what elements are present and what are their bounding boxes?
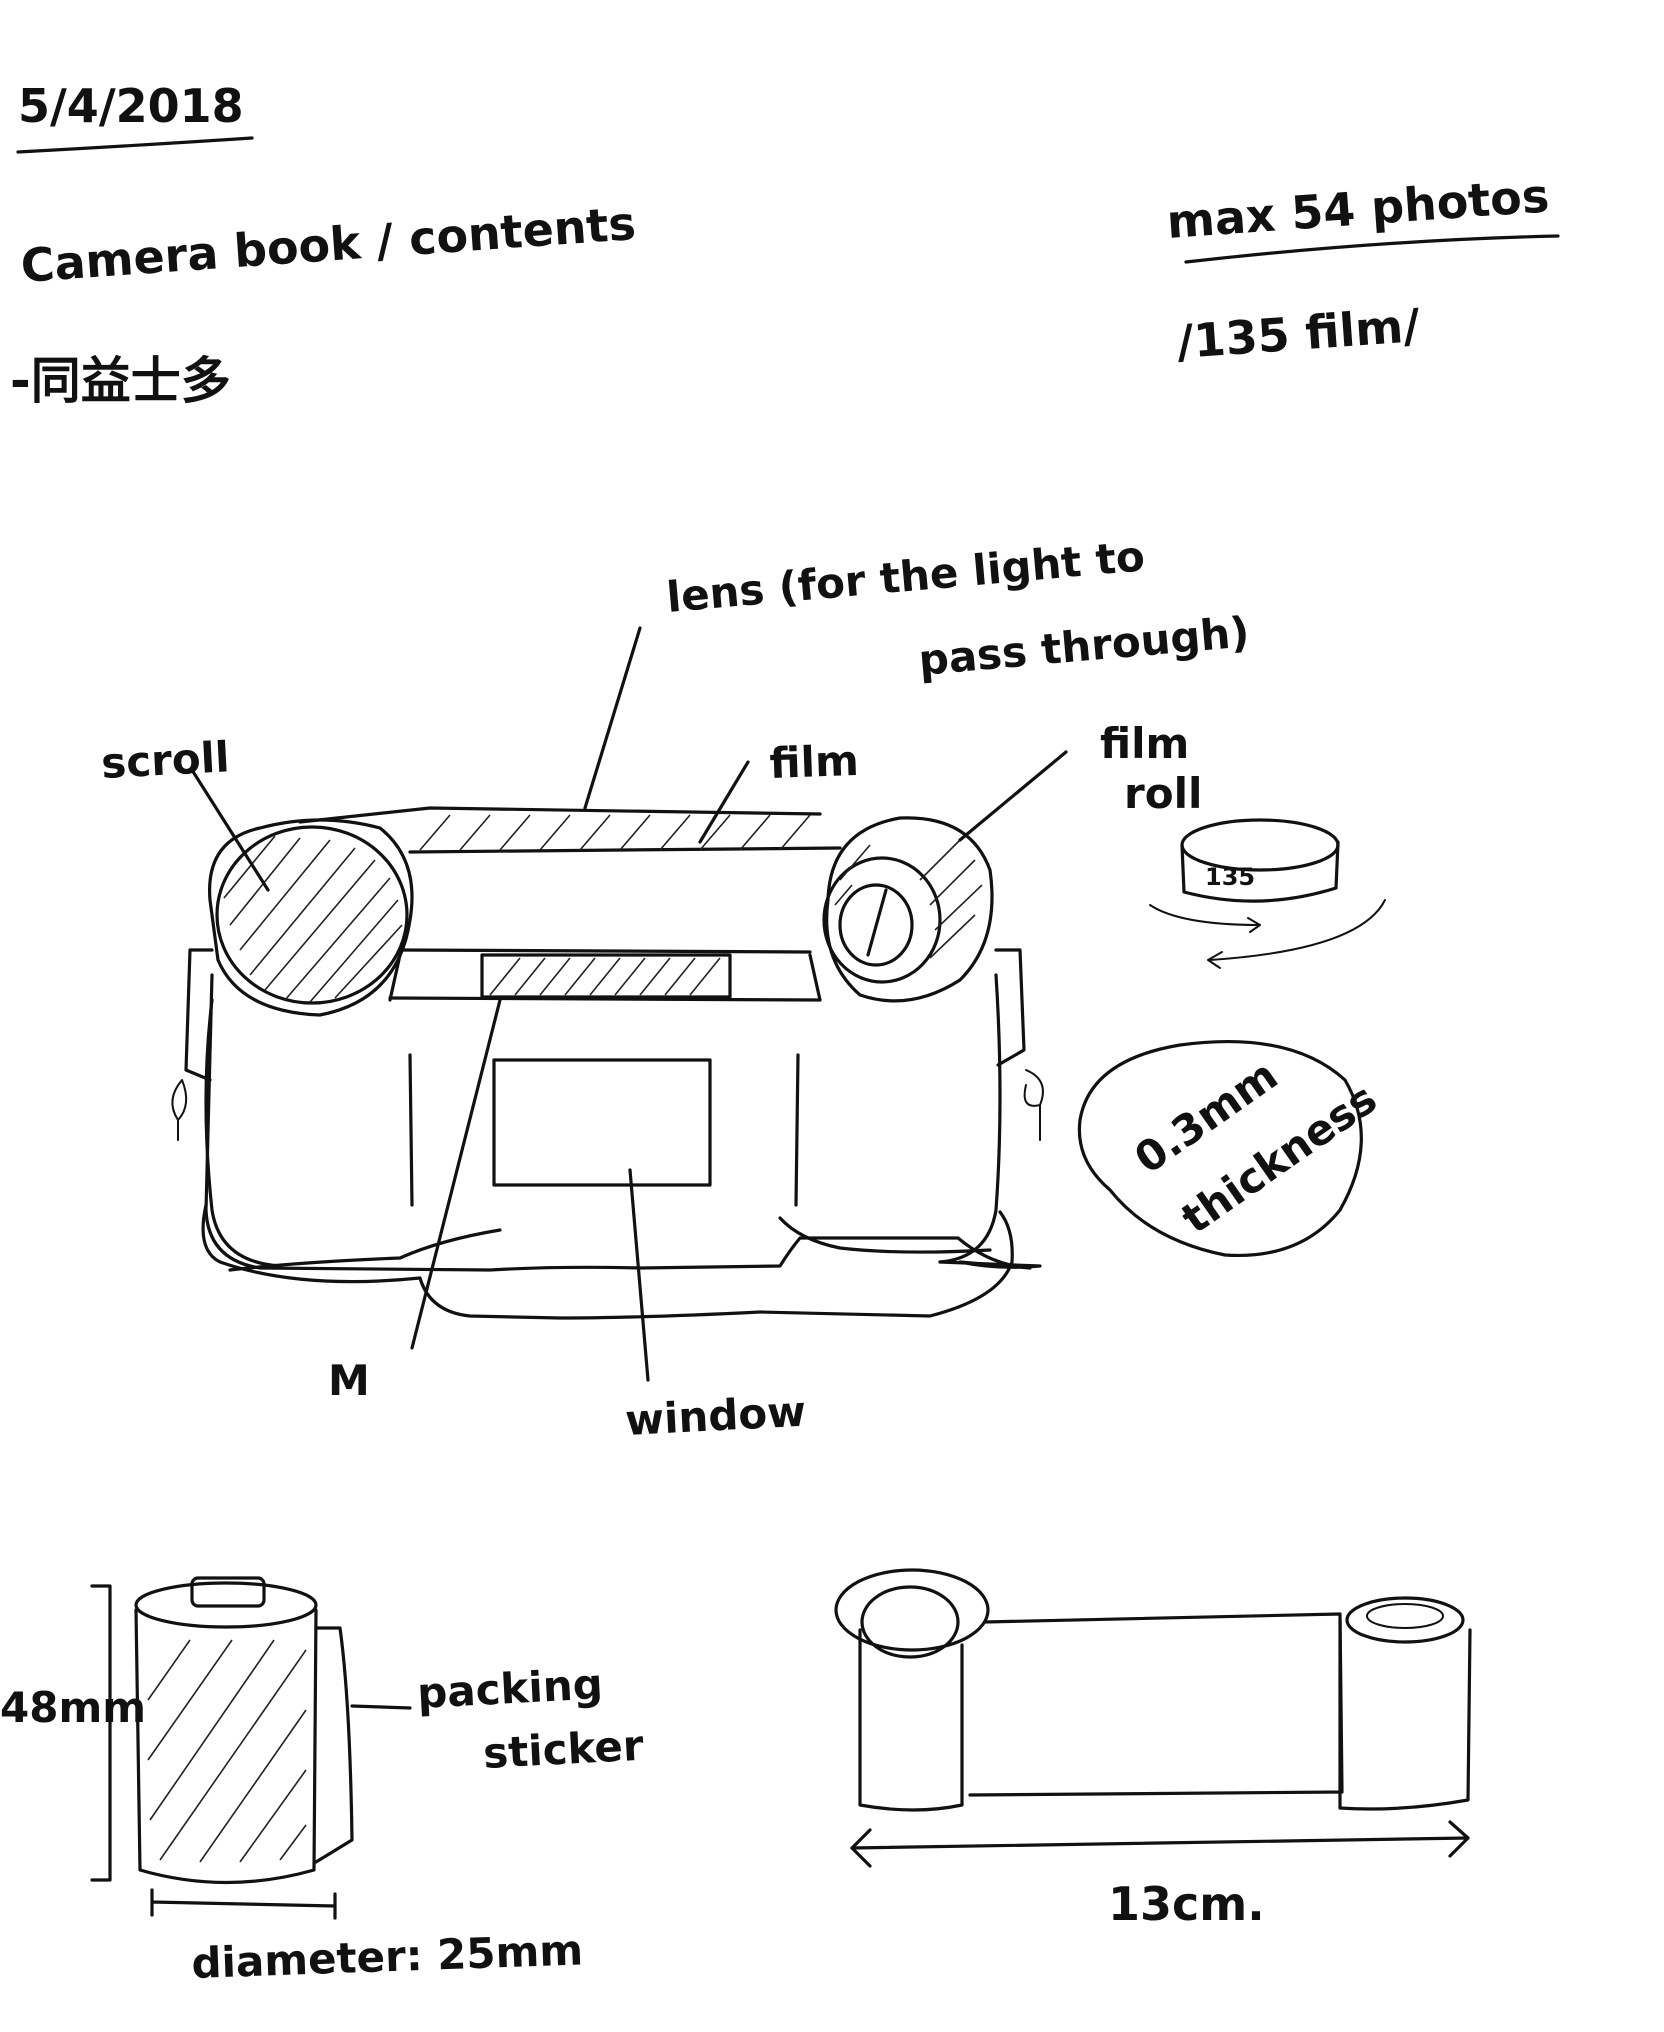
- film-roll-disc: 135: [1149, 818, 1386, 969]
- scroll-leader: [190, 768, 270, 892]
- canister-height-label: 48mm: [0, 1683, 146, 1732]
- film-type-note: /135 film/: [1175, 298, 1422, 369]
- canister-height-bracket: [90, 1584, 112, 1882]
- max-photos-underline: [1184, 234, 1560, 264]
- lens-label-line2: pass through): [917, 607, 1252, 685]
- film-leader: [698, 760, 750, 844]
- film-canister: [90, 1576, 412, 1920]
- window-label: window: [624, 1387, 807, 1445]
- lens-leader: [583, 626, 642, 810]
- film-hatch: [419, 814, 811, 851]
- strip-length-label: 13cm.: [1108, 1877, 1265, 1931]
- title-note: Camera book / contents: [19, 196, 637, 293]
- lens-hatch: [489, 957, 721, 996]
- length-arrow-line: [850, 1836, 1470, 1850]
- packing-leader: [350, 1704, 412, 1710]
- window-leader: [628, 1168, 650, 1382]
- canister-hatch: [147, 1639, 307, 1863]
- m-label: M: [328, 1356, 370, 1405]
- packing-label-1: packing: [416, 1659, 604, 1718]
- subtitle-note: -同益士多: [10, 352, 231, 410]
- m-leader: [410, 998, 502, 1350]
- film-roll-label-2: roll: [1124, 769, 1202, 818]
- film-roll-knob-hatch: [834, 839, 983, 959]
- diameter-bracket: [150, 1888, 337, 1920]
- film-roll-disc-text: 135: [1205, 863, 1255, 891]
- camera-drawing: [171, 806, 1044, 1320]
- scroll-label: scroll: [100, 732, 231, 788]
- date-underline: [16, 136, 254, 154]
- packing-label-2: sticker: [482, 1721, 645, 1778]
- camera-window: [492, 1058, 712, 1187]
- thickness-bubble: 0.3mm thickness: [1077, 1039, 1386, 1258]
- film-roll-label-1: film: [1100, 719, 1189, 768]
- lens-label: lens (for the light to: [665, 531, 1147, 622]
- diameter-label: diameter: 25mm: [191, 1925, 584, 1988]
- film-strip: [834, 1568, 1472, 1868]
- film-roll-leader: [958, 750, 1068, 842]
- date-note: 5/4/2018: [18, 79, 244, 133]
- scroll-knob-hatch: [223, 835, 403, 1003]
- film-label: film: [769, 736, 860, 788]
